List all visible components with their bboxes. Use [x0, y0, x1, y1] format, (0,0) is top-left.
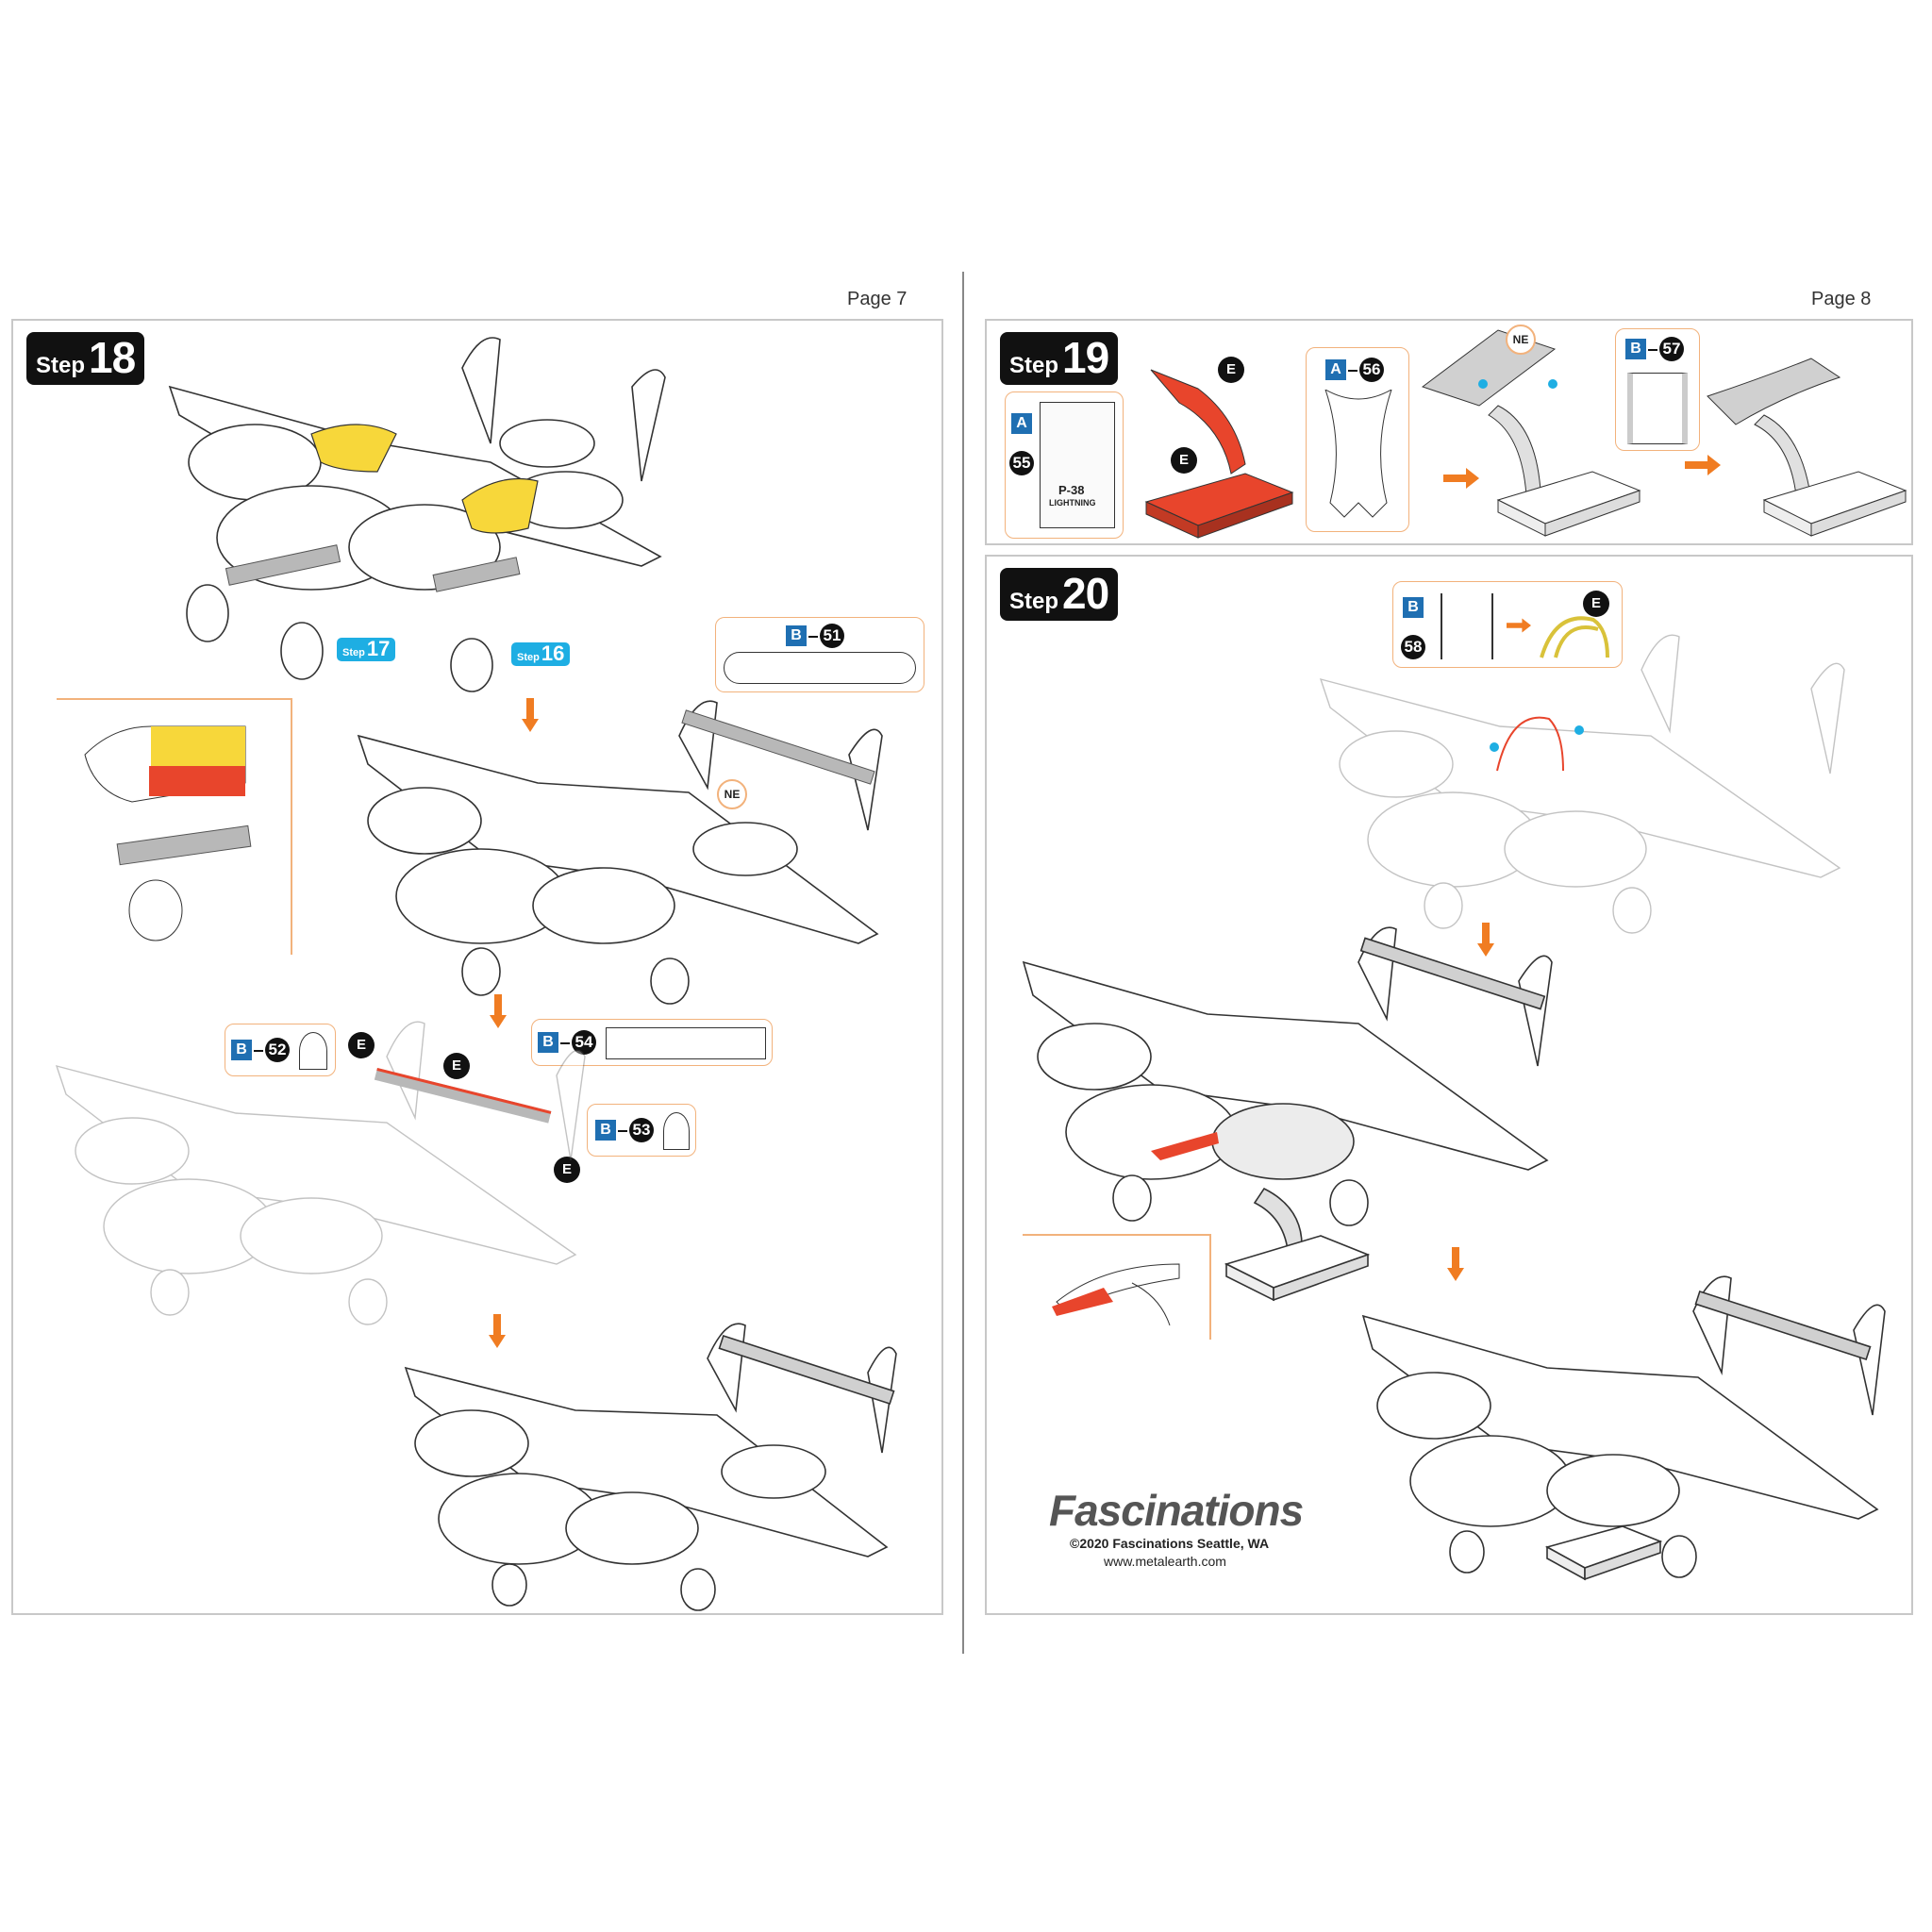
- stand-assembly-step-2: [1421, 329, 1641, 537]
- part-54-shape: [606, 1027, 766, 1059]
- step-number: 18: [89, 333, 136, 382]
- copyright-text: ©2020 Fascinations Seattle, WA: [1070, 1536, 1270, 1551]
- part-57-number: 57: [1659, 337, 1684, 361]
- step-20-badge: Step 20: [1000, 568, 1119, 621]
- step-word: Step: [1009, 589, 1059, 614]
- tool-e-icon: E: [443, 1053, 470, 1079]
- step-20-panel: [985, 555, 1913, 1615]
- part-57-shape: [1627, 373, 1688, 444]
- part-57-callout: B 57: [1615, 328, 1700, 451]
- part-dash: [1348, 370, 1357, 372]
- arrow-down-icon: [489, 1314, 506, 1348]
- step-word: Step: [36, 353, 86, 378]
- detail-inset-border: [1209, 1234, 1211, 1340]
- page-divider: [962, 272, 964, 1654]
- part-54-number: 54: [572, 1030, 596, 1055]
- step-19-badge: Step 19: [1000, 332, 1119, 385]
- step-18-badge: Step 18: [26, 332, 145, 385]
- arrow-right-icon: [1507, 618, 1531, 633]
- sheet-b-label: B: [786, 625, 807, 646]
- arrow-down-icon: [490, 994, 507, 1028]
- arrow-down-icon: [1477, 923, 1494, 957]
- sheet-b-label: B: [595, 1120, 616, 1141]
- part-58-number: 58: [1401, 635, 1425, 659]
- tool-e-icon: E: [554, 1157, 580, 1183]
- substep-number: 17: [366, 637, 391, 660]
- substep-word: Step: [517, 652, 540, 663]
- canopy-frame-shape: [1540, 616, 1609, 658]
- arrow-down-icon: [1447, 1247, 1464, 1281]
- part-52-number: 52: [265, 1038, 290, 1062]
- detail-inset-step20: [1023, 1234, 1211, 1236]
- part-51-number: 51: [820, 624, 844, 648]
- part-52-shape: [299, 1032, 327, 1070]
- step-18-plane-top: [168, 337, 666, 692]
- sheet-b-label: B: [1625, 339, 1646, 359]
- sheet-b-label: B: [1403, 597, 1424, 618]
- website-text: www.metalearth.com: [1104, 1554, 1226, 1569]
- step-word: Step: [1009, 353, 1059, 378]
- arrow-right-icon: [1685, 455, 1721, 475]
- part-54-callout: B 54: [531, 1019, 773, 1066]
- part-58-shape: [1441, 593, 1493, 659]
- page-7-label: Page 7: [847, 289, 908, 309]
- step-18-plane-final: [404, 1323, 897, 1611]
- step-16-tag: Step 16: [511, 641, 571, 666]
- step-18-panel: [11, 319, 943, 1615]
- arrow-right-icon: [1443, 468, 1479, 489]
- sheet-b-label: B: [538, 1032, 558, 1053]
- part-53-shape: [663, 1112, 690, 1150]
- part-55-number: 55: [1009, 451, 1034, 475]
- substep-number: 16: [541, 641, 565, 665]
- step-20-plane-faded: [1319, 634, 1845, 934]
- step-18-plane-2: [357, 700, 883, 1005]
- part-55-callout: A 55 P-38 LIGHTNING: [1005, 391, 1124, 539]
- tool-e-icon: E: [348, 1032, 375, 1058]
- sheet-a-label: A: [1011, 413, 1032, 434]
- part-55-shape: [1040, 402, 1115, 528]
- tool-e-icon: E: [1171, 447, 1197, 474]
- yellow-highlight-2: [461, 478, 539, 534]
- stand-label-line1: P-38: [1058, 483, 1085, 497]
- detail-inset-drawing: [84, 725, 252, 941]
- stand-label-line2: LIGHTNING: [1049, 498, 1096, 508]
- tool-ne-icon: NE: [1506, 325, 1536, 355]
- sheet-b-label: B: [231, 1040, 252, 1060]
- sheet-a-label: A: [1325, 359, 1346, 380]
- red-stand-assembly: [1144, 369, 1294, 539]
- step-20-plane-on-stand: [1022, 926, 1553, 1302]
- substep-word: Step: [342, 647, 365, 658]
- part-dash: [254, 1050, 263, 1052]
- tool-ne-icon: NE: [717, 779, 747, 809]
- part-dash: [560, 1042, 570, 1044]
- yellow-highlight-1: [310, 424, 397, 473]
- step-18-plane-3-faded: [55, 1021, 586, 1325]
- part-53-number: 53: [629, 1118, 654, 1142]
- detail-inset-border: [291, 698, 292, 955]
- part-51-shape: [724, 652, 916, 684]
- part-53-callout: B 53: [587, 1104, 696, 1157]
- detail-inset-drawing-step20: [1052, 1263, 1180, 1326]
- part-56-number: 56: [1359, 358, 1384, 382]
- step-number: 20: [1062, 569, 1109, 618]
- part-dash: [1648, 349, 1657, 351]
- part-52-callout: B 52: [225, 1024, 336, 1076]
- brand-logo: Fascinations: [1049, 1486, 1304, 1535]
- detail-inset-step18: [57, 698, 292, 700]
- step-19-panel: [985, 319, 1913, 545]
- part-dash: [618, 1130, 627, 1132]
- tool-e-icon: E: [1218, 357, 1244, 383]
- arrow-down-icon: [522, 698, 539, 732]
- step-20-plane-final: [1361, 1275, 1886, 1581]
- part-dash: [808, 636, 818, 638]
- page-8-label: Page 8: [1811, 289, 1872, 309]
- stand-assembly-step-3: [1707, 358, 1907, 537]
- tool-e-icon: E: [1583, 591, 1609, 617]
- part-56-shape: [1324, 390, 1392, 518]
- part-51-callout: B 51: [715, 617, 924, 692]
- canopy-frame-red: [1490, 716, 1584, 772]
- step-number: 19: [1062, 333, 1109, 382]
- step-17-tag: Step 17: [337, 637, 396, 661]
- part-56-callout: A 56: [1306, 347, 1409, 532]
